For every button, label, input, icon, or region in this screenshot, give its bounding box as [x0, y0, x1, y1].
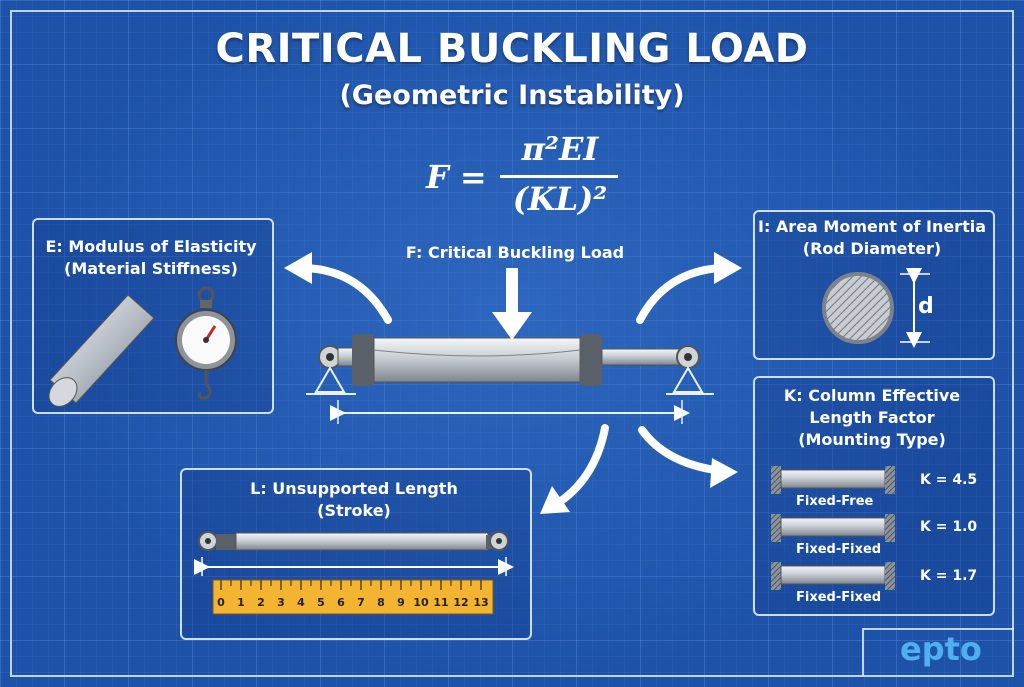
k-box-line2: Length Factor [809, 408, 935, 427]
stroke-rod-icon [194, 531, 514, 576]
formula-fraction-bar [500, 175, 618, 178]
k-row-3-label: Fixed-Fixed [796, 590, 882, 605]
ruler-number: 13 [473, 596, 488, 609]
curved-arrow-heads [284, 252, 742, 514]
k-row-1-label: Fixed-Free [796, 494, 874, 509]
k-box-title: K: Column Effective [783, 386, 961, 405]
k-box-line3: (Mounting Type) [798, 430, 946, 449]
e-box-subtitle: (Material Stiffness) [64, 259, 238, 278]
ruler-number: 3 [277, 596, 285, 609]
logo-panel [862, 628, 1014, 676]
curved-arrows [301, 264, 724, 509]
buckling-formula: F = π²EI (KL)² [420, 130, 620, 220]
ruler-number: 11 [433, 596, 448, 609]
ruler-number: 9 [397, 596, 405, 609]
formula-numerator: π²EI [521, 130, 599, 168]
ruler-number: 5 [317, 596, 325, 609]
ruler-number: 2 [257, 596, 265, 609]
spring-scale-icon [175, 286, 237, 400]
ruler-number: 10 [413, 596, 429, 609]
ruler-number: 1 [237, 596, 245, 609]
ruler-number: 7 [357, 596, 365, 609]
diameter-label: d [918, 294, 934, 319]
brand-logo: epto [900, 630, 982, 668]
k-mount-illustrations [771, 466, 895, 590]
ruler-number: 0 [217, 596, 225, 609]
ruler-number: 6 [337, 596, 345, 609]
central-cylinder [306, 334, 714, 424]
formula-denominator: (KL)² [512, 180, 608, 218]
l-box-title: L: Unsupported Length [250, 479, 458, 498]
ruler-body [212, 579, 494, 615]
outer-frame [10, 10, 1014, 677]
steel-rod-icon [48, 294, 155, 407]
k-row-2-label: Fixed-Fixed [796, 542, 882, 557]
i-box-subtitle: (Rod Diameter) [802, 239, 942, 258]
k-row-1-value: K = 4.5 [920, 472, 978, 488]
k-row-2-value: K = 1.0 [920, 519, 978, 535]
k-row-3-value: K = 1.7 [920, 568, 978, 584]
rod-cross-section-icon [822, 268, 930, 348]
ruler-number: 12 [453, 596, 468, 609]
load-arrow [492, 268, 532, 340]
formula-lhs: F = [426, 158, 487, 196]
i-box-title: I: Area Moment of Inertia [758, 217, 986, 236]
center-load-label: F: Critical Buckling Load [405, 243, 625, 262]
page-title: CRITICAL BUCKLING LOAD [215, 26, 809, 72]
e-box-title: E: Modulus of Elasticity [45, 237, 257, 256]
ruler-number: 4 [297, 596, 305, 609]
page-subtitle: (Geometric Instability) [339, 80, 685, 111]
l-box-subtitle: (Stroke) [317, 501, 391, 520]
ruler-number: 8 [377, 596, 385, 609]
